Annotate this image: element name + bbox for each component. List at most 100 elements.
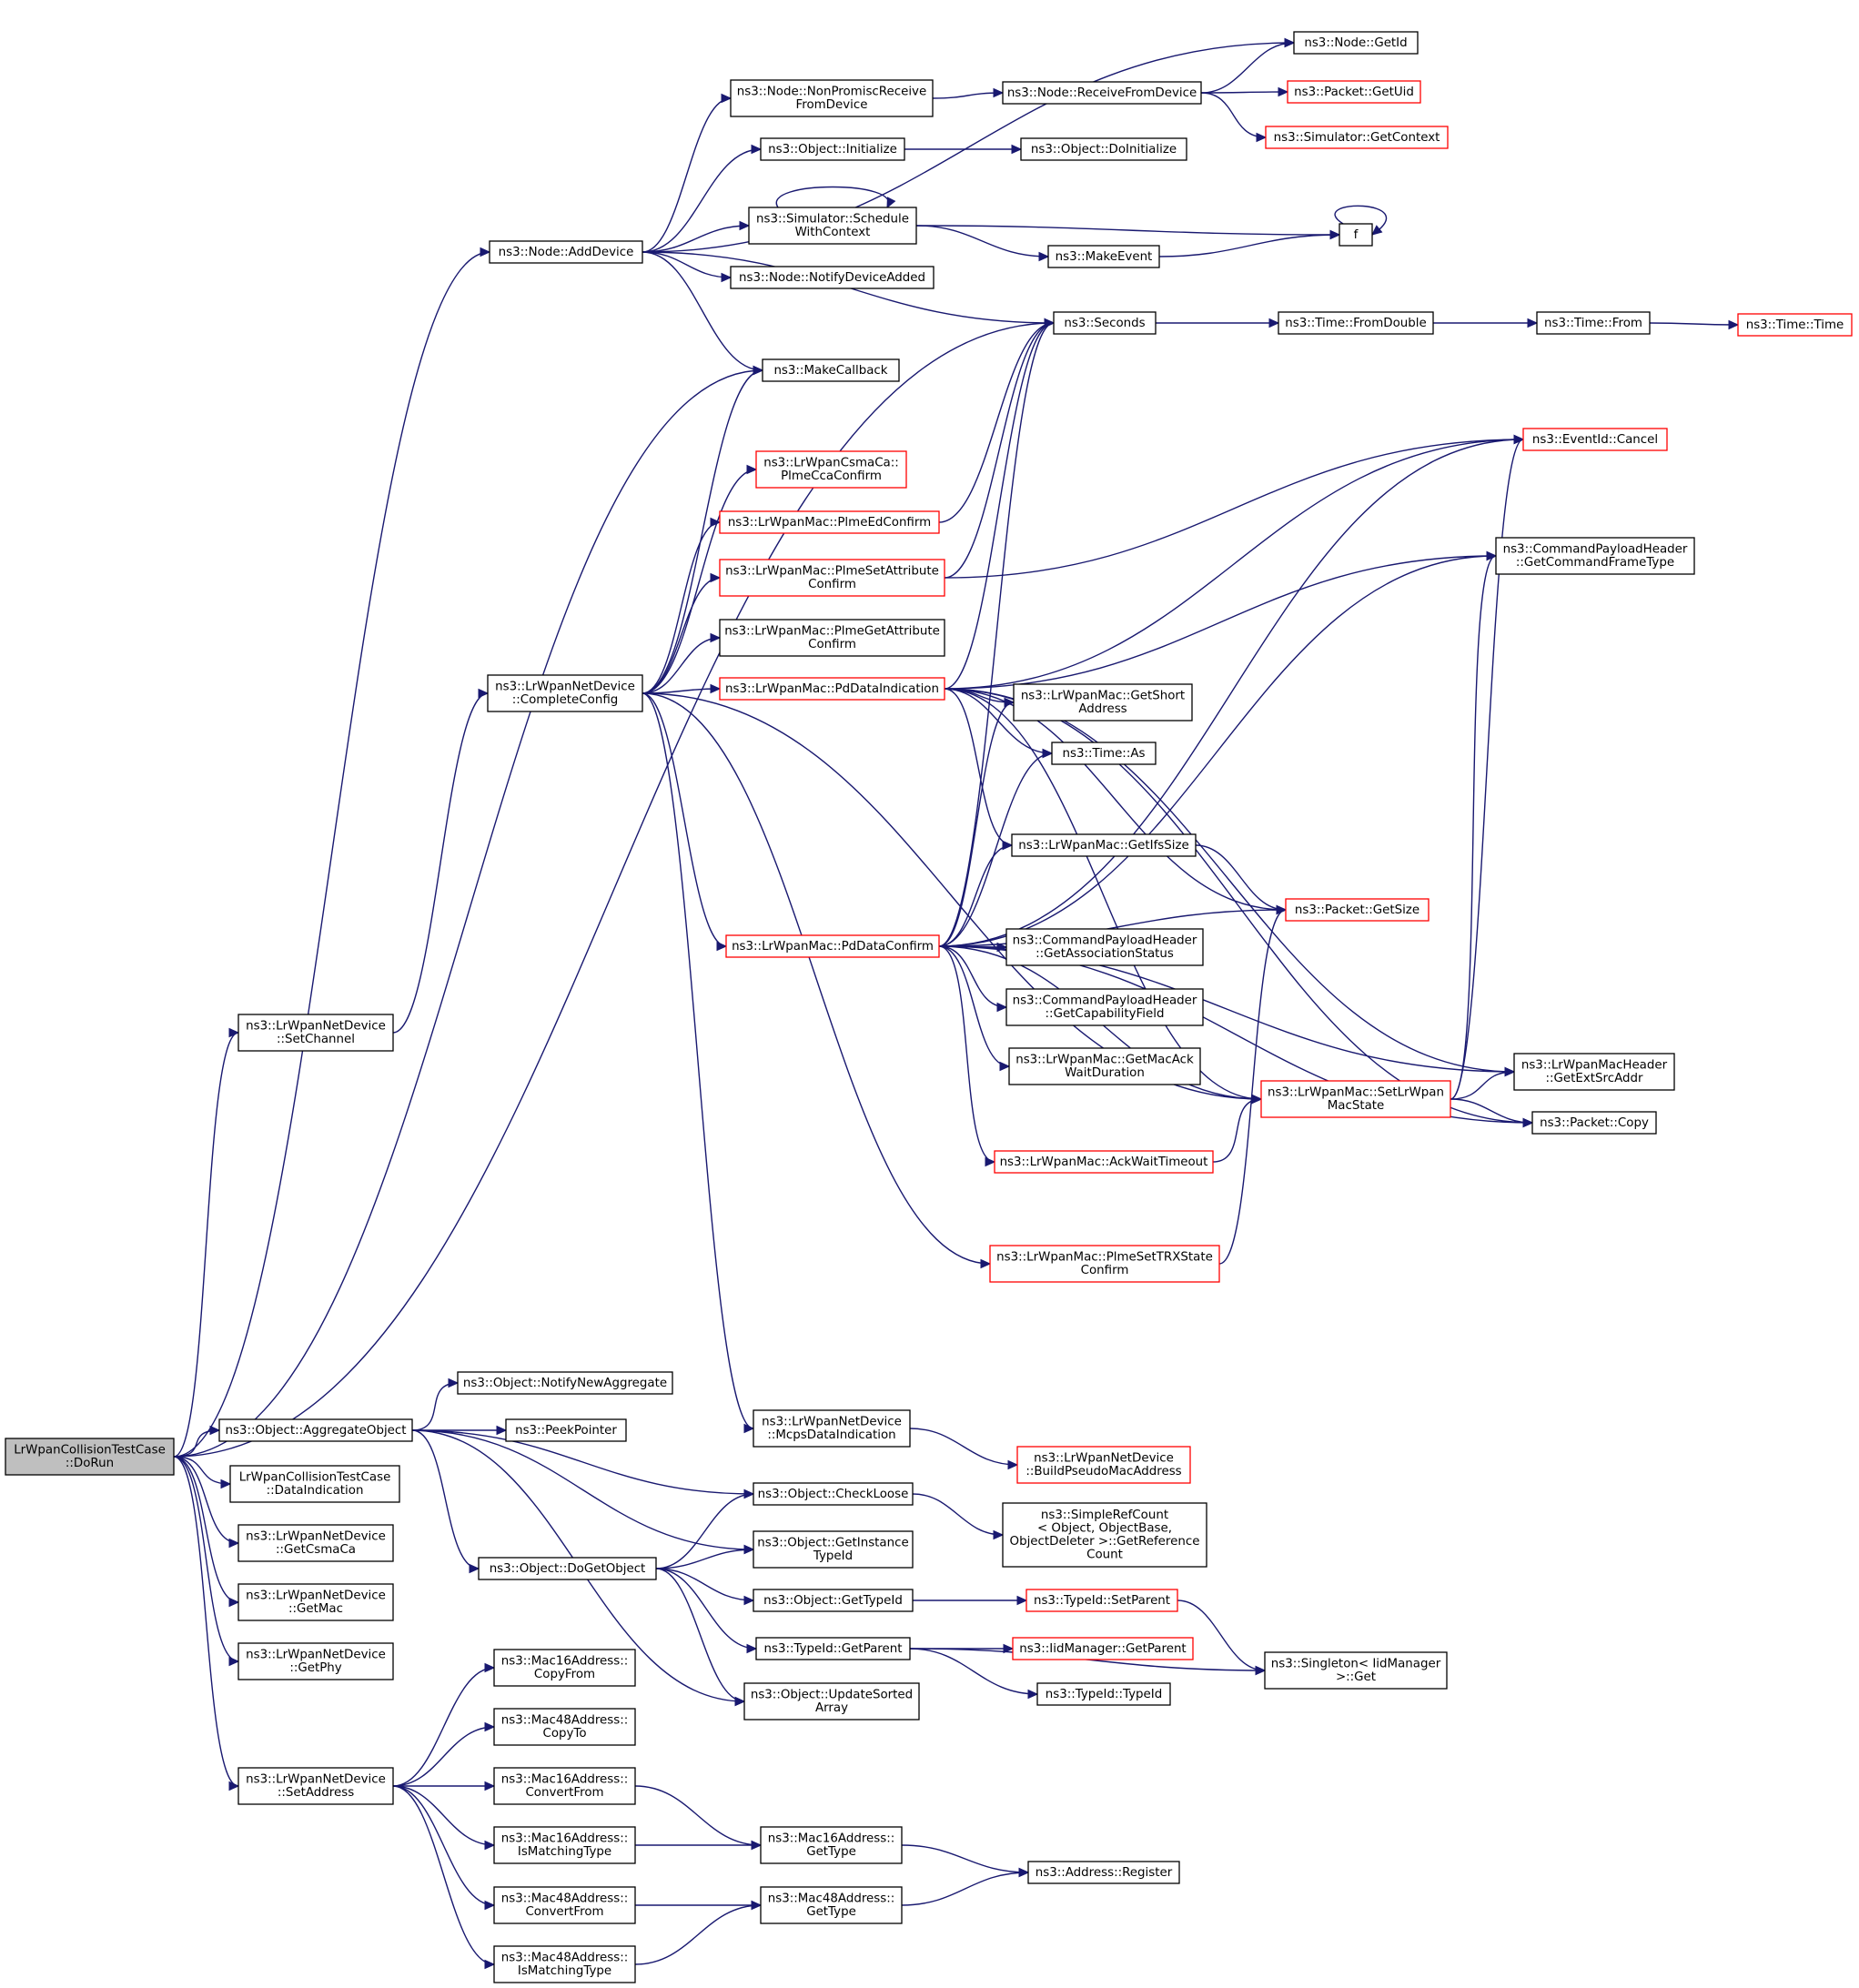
node-doGetObject[interactable]: ns3::Object::DoGetObject [478,1557,657,1580]
node-makeCallback[interactable]: ns3::MakeCallback [762,358,900,382]
node-getPhy[interactable]: ns3::LrWpanNetDevice::GetPhy [237,1642,394,1680]
node-packetGetSize[interactable]: ns3::Packet::GetSize [1285,898,1430,922]
call-edge [173,1429,220,1458]
node-label: ns3::PeekPointer [515,1424,617,1438]
call-edge [173,1456,239,1544]
node-timeAs[interactable]: ns3::Time::As [1051,742,1157,765]
node-singletonGet[interactable]: ns3::Singleton< IidManager>::Get [1264,1651,1448,1690]
node-label: ns3::Node::NonPromiscReceive [737,86,926,99]
node-initialize[interactable]: ns3::Object::Initialize [760,137,905,161]
call-edge [944,688,1262,1100]
node-packetCopy[interactable]: ns3::Packet::Copy [1531,1111,1657,1135]
node-setAddress[interactable]: ns3::LrWpanNetDevice::SetAddress [237,1767,394,1805]
node-peekPointer[interactable]: ns3::PeekPointer [505,1418,627,1442]
node-timeFrom[interactable]: ns3::Time::From [1536,311,1651,335]
node-plmeCcaConfirm[interactable]: ns3::LrWpanCsmaCa::PlmeCcaConfirm [755,450,907,489]
node-label: ns3::LrWpanMac::PlmeGetAttribute [724,625,940,639]
node-seconds[interactable]: ns3::Seconds [1053,311,1157,335]
node-aggregateObject[interactable]: ns3::Object::AggregateObject [218,1418,413,1442]
node-pdDataIndication[interactable]: ns3::LrWpanMac::PdDataIndication [719,677,945,701]
node-box [753,1589,914,1612]
node-setChannel[interactable]: ns3::LrWpanNetDevice::SetChannel [237,1014,394,1052]
node-ackWaitTimeout[interactable]: ns3::LrWpanMac::AckWaitTimeout [994,1150,1214,1174]
node-getCsmaCa[interactable]: ns3::LrWpanNetDevice::GetCsmaCa [237,1524,394,1562]
node-label: ns3::Time::Time [1746,318,1844,332]
node-buildPseudoMac[interactable]: ns3::LrWpanNetDevice::BuildPseudoMacAddr… [1016,1446,1191,1484]
arrow-head [751,1900,763,1911]
node-addressRegister[interactable]: ns3::Address::Register [1027,1861,1180,1884]
node-getContext[interactable]: ns3::Simulator::GetContext [1265,126,1449,149]
node-typeIdGetParent[interactable]: ns3::TypeId::GetParent [755,1637,911,1660]
node-mac16ConvertFrom[interactable]: ns3::Mac16Address::ConvertFrom [493,1767,636,1805]
node-completeConfig[interactable]: ns3::LrWpanNetDevice::CompleteConfig [487,674,643,712]
node-getCmdFrameType[interactable]: ns3::CommandPayloadHeader::GetCommandFra… [1495,537,1695,575]
node-fromDouble[interactable]: ns3::Time::FromDouble [1278,311,1434,335]
node-box [743,1682,920,1721]
node-receiveFromDevice[interactable]: ns3::Node::ReceiveFromDevice [1002,81,1202,105]
call-edge [173,1456,231,1485]
node-notifyDeviceAdded[interactable]: ns3::Node::NotifyDeviceAdded [730,266,935,289]
call-edge [173,1456,239,1603]
node-mac48GetType[interactable]: ns3::Mac48Address::GetType [760,1886,903,1924]
node-addDevice[interactable]: ns3::Node::AddDevice [489,240,643,264]
node-root[interactable]: LrWpanCollisionTestCase::DoRun [5,1438,175,1476]
node-getIfsSize[interactable]: ns3::LrWpanMac::GetIfsSize [1011,833,1197,857]
arrow-head [228,1027,240,1038]
node-label: ns3::Object::DoGetObject [490,1562,646,1576]
node-box [753,1409,911,1448]
call-edge [392,1785,495,1846]
node-label: ns3::LrWpanCsmaCa:: [763,457,899,470]
node-notifyNewAggregate[interactable]: ns3::Object::NotifyNewAggregate [457,1371,673,1395]
node-mac48IsMatching[interactable]: ns3::Mac48Address::IsMatchingType [493,1945,636,1983]
node-mac48ConvertFrom[interactable]: ns3::Mac48Address::ConvertFrom [493,1886,636,1924]
arrow-head [480,247,491,257]
node-mac48CopyTo[interactable]: ns3::Mac48Address::CopyTo [493,1708,636,1746]
node-getExtSrcAddr[interactable]: ns3::LrWpanMacHeader::GetExtSrcAddr [1513,1053,1675,1091]
node-label: CopyFrom [534,1668,595,1681]
node-plmeEdConfirm[interactable]: ns3::LrWpanMac::PlmeEdConfirm [719,510,940,534]
arrow-head [1255,1665,1267,1676]
node-getAssocStatus[interactable]: ns3::CommandPayloadHeader::GetAssociatio… [1005,928,1204,966]
node-mac16GetType[interactable]: ns3::Mac16Address::GetType [760,1826,903,1864]
node-pdDataConfirm[interactable]: ns3::LrWpanMac::PdDataConfirm [725,934,940,958]
node-timeTime[interactable]: ns3::Time::Time [1737,313,1853,337]
call-edge [642,692,727,947]
node-label: ns3::Node::AddDevice [499,246,634,259]
node-dataIndication[interactable]: LrWpanCollisionTestCase::DataIndication [229,1465,400,1503]
node-getTypeId[interactable]: ns3::Object::GetTypeId [753,1589,914,1612]
call-edge [938,752,1053,947]
node-mcpsDataIndication[interactable]: ns3::LrWpanNetDevice::McpsDataIndication [753,1409,911,1448]
node-mac16IsMatching[interactable]: ns3::Mac16Address::IsMatchingType [493,1826,636,1864]
node-getUid[interactable]: ns3::Packet::GetUid [1287,80,1421,104]
node-eventCancel[interactable]: ns3::EventId::Cancel [1522,428,1668,451]
node-makeEvent[interactable]: ns3::MakeEvent [1047,245,1160,268]
node-box [719,559,945,597]
node-typeIdTypeId[interactable]: ns3::TypeId::TypeId [1036,1682,1171,1706]
node-box [1027,1861,1180,1884]
arrow-head [1268,318,1280,328]
node-checkLoose[interactable]: ns3::Object::CheckLoose [753,1482,914,1506]
node-mac16CopyFrom[interactable]: ns3::Mac16Address::CopyFrom [493,1649,636,1687]
node-iidGetParent[interactable]: ns3::IidManager::GetParent [1012,1637,1194,1660]
node-setParent[interactable]: ns3::TypeId::SetParent [1025,1589,1178,1612]
node-box [493,1826,636,1864]
node-getId[interactable]: ns3::Node::GetId [1293,31,1419,55]
node-doInitialize[interactable]: ns3::Object::DoInitialize [1020,137,1187,161]
node-getMac[interactable]: ns3::LrWpanNetDevice::GetMac [237,1583,394,1621]
node-getCapField[interactable]: ns3::CommandPayloadHeader::GetCapability… [1005,988,1204,1026]
call-edge [173,369,763,1458]
node-f[interactable]: f [1339,223,1373,247]
call-edge [1334,205,1388,236]
node-simpleRefCount[interactable]: ns3::SimpleRefCount< Object, ObjectBase,… [1002,1502,1207,1568]
call-edge [173,1456,239,1787]
